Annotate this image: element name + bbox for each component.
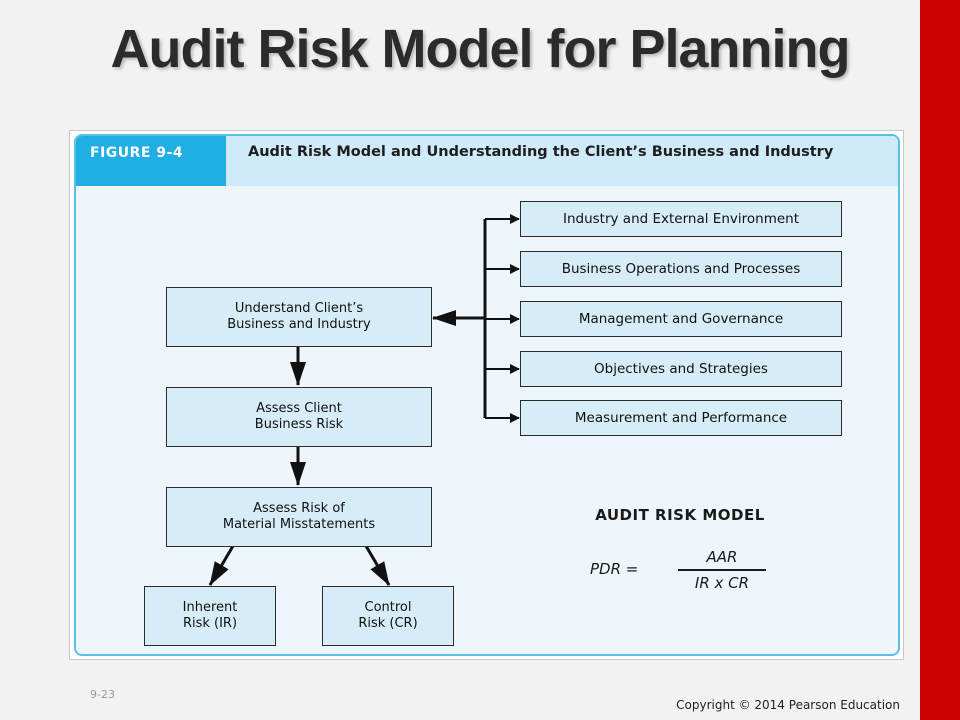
factor-box-measurement: Measurement and Performance — [520, 400, 842, 436]
assess-material-misstatement-box: Assess Risk of Material Misstatements — [166, 487, 432, 547]
formula-lhs: PDR = — [590, 560, 639, 578]
material-to-control-arrow — [364, 545, 391, 586]
factor-box-industry: Industry and External Environment — [520, 201, 842, 237]
page-number: 9-23 — [90, 688, 115, 701]
slide-title: Audit Risk Model for Planning — [110, 19, 851, 79]
audit-risk-model-title: AUDIT RISK MODEL — [595, 506, 765, 524]
formula-denominator: IR x CR — [694, 574, 750, 592]
material-to-inherent-arrow — [208, 545, 235, 586]
assess-business-risk-box: Assess Client Business Risk — [166, 387, 432, 447]
figure-tag: FIGURE 9-4 — [76, 136, 226, 186]
formula-numerator: AAR — [706, 548, 738, 566]
copyright-notice: Copyright © 2014 Pearson Education — [676, 698, 900, 712]
control-risk-box: Control Risk (CR) — [322, 586, 454, 646]
figure-header: FIGURE 9-4 Audit Risk Model and Understa… — [76, 136, 898, 186]
factor-box-operations: Business Operations and Processes — [520, 251, 842, 287]
factor-box-objectives: Objectives and Strategies — [520, 351, 842, 387]
formula-fraction-bar — [678, 569, 766, 571]
figure-caption: Audit Risk Model and Understanding the C… — [248, 144, 834, 160]
accent-side-bar — [920, 0, 960, 720]
factor-box-management: Management and Governance — [520, 301, 842, 337]
understand-business-box: Understand Client’s Business and Industr… — [166, 287, 432, 347]
inherent-risk-box: Inherent Risk (IR) — [144, 586, 276, 646]
